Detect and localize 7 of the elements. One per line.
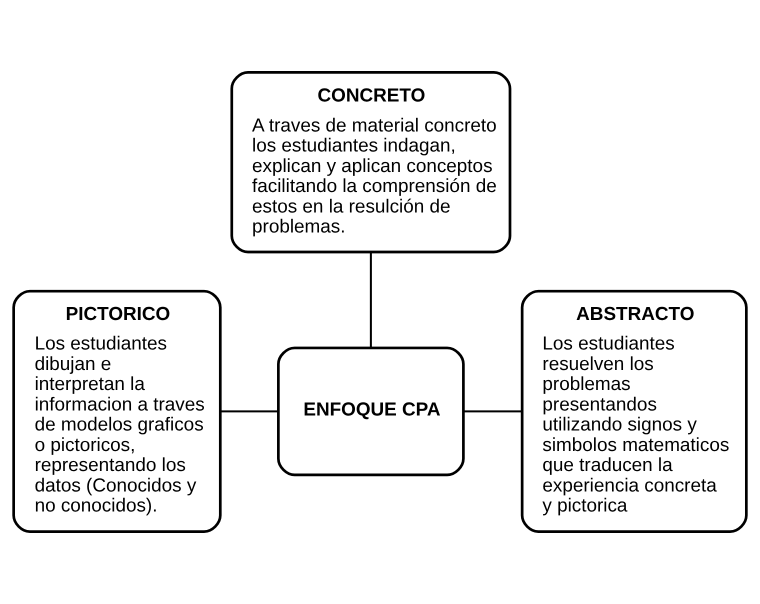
connector xyxy=(463,410,522,412)
node-box: ENFOQUE CPA xyxy=(277,346,465,476)
connector xyxy=(370,252,372,348)
node-box: CONCRETO A traves de material concreto los estudiantes indagan, explican y aplican conceptos facilitando la comprensión de estos en la resulción de problemas. xyxy=(230,71,512,254)
node-box: ABSTRACTO Los estudiantes resuelven los problemas presentandos utilizando signos y simbolos matematicos que traducen la experiencia concreta y pictorica xyxy=(520,290,748,533)
node-box: PICTORICO Los estudiantes dibujan e interpretan la informacion a traves de modelos graficos o pictoricos, representando los datos (Conocidos y no conocidos). xyxy=(12,290,222,533)
connector xyxy=(220,410,278,412)
